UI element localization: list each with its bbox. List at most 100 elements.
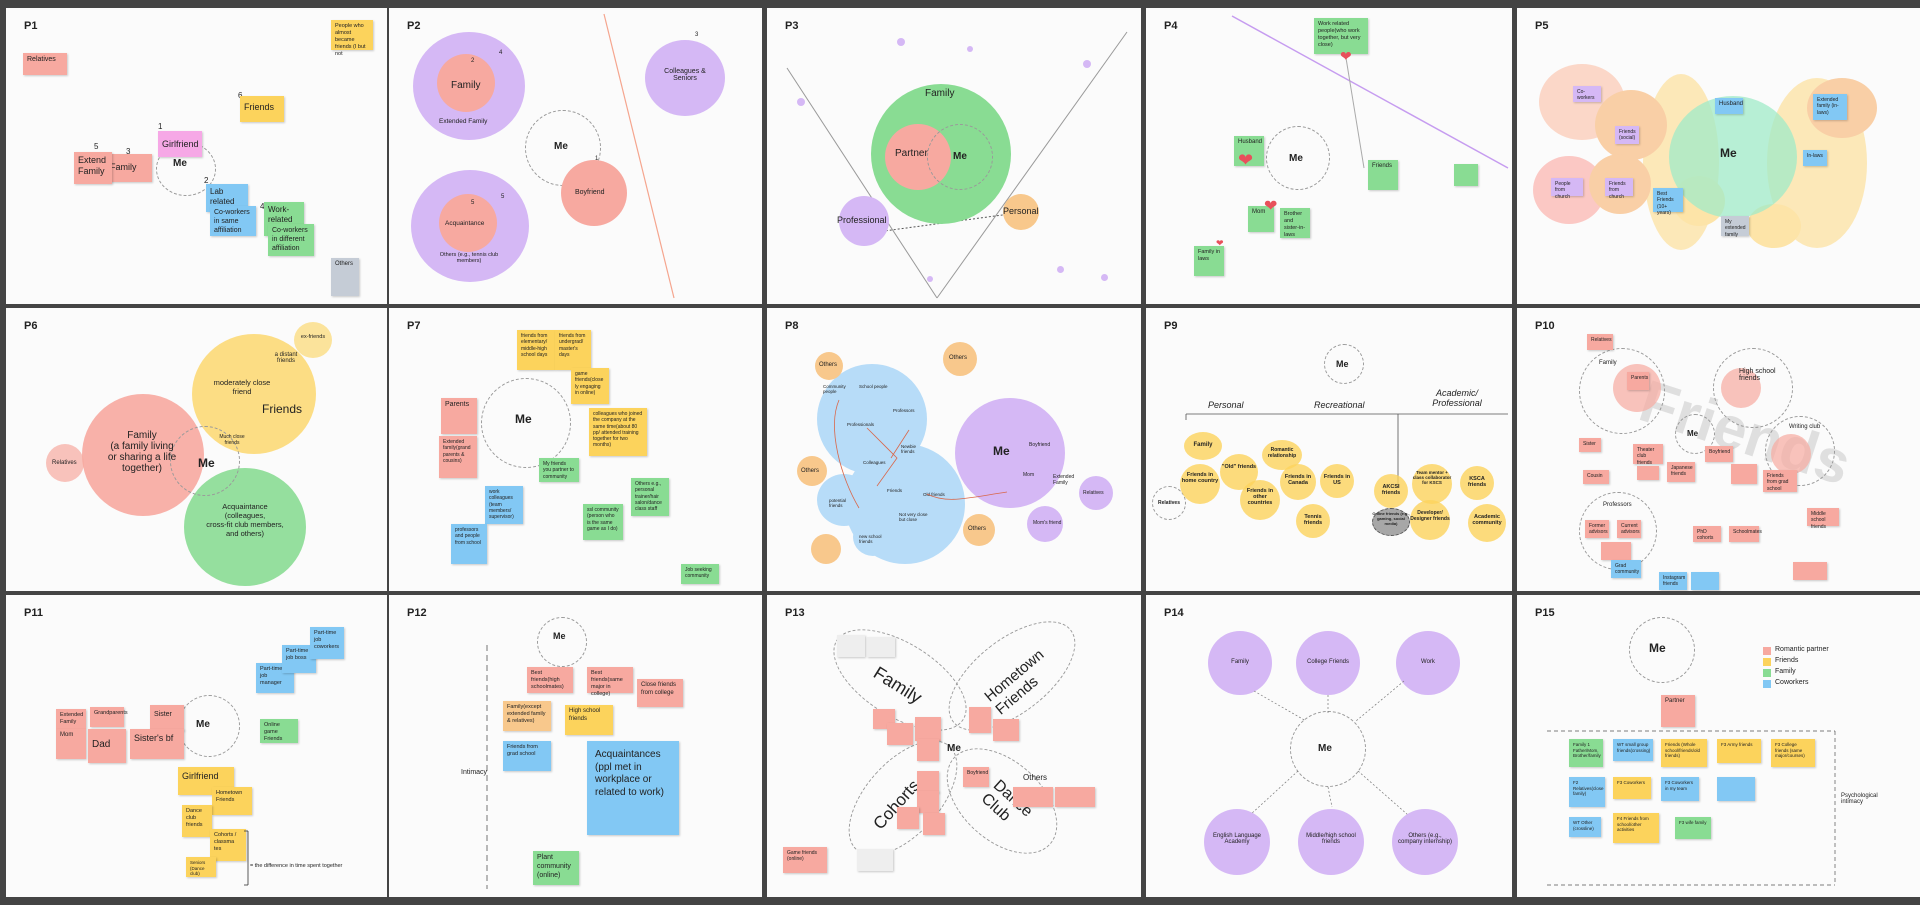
note-schoolmates[interactable]: Schoolmates [1729,526,1762,542]
note-job-seeking[interactable]: Job seeking community [681,564,719,584]
bubble-developer[interactable] [1410,500,1450,540]
note-cohorts-small[interactable] [857,849,893,871]
note-parents[interactable]: Parents [441,398,477,434]
note-boyfriend[interactable]: Boyfriend [963,767,989,787]
note-girlfriend[interactable]: Girlfriend [178,767,234,795]
bubble-team[interactable] [1412,464,1452,504]
circle-english[interactable] [1204,809,1270,875]
note-seniors[interactable]: Seniors (Dance club) [186,857,216,877]
circle-professional[interactable] [839,196,889,246]
note-plant[interactable]: Plant community (online) [533,851,579,885]
circle-work[interactable] [1396,631,1460,695]
hs-inner-circle[interactable] [1721,368,1761,408]
note-colleagues-joined[interactable]: colleagues who joined the company at the… [589,408,647,456]
circle-middle[interactable] [1298,809,1364,875]
note-game-friends[interactable]: Game friends (online) [783,847,827,873]
note-japanese[interactable]: Japanese friends [1667,462,1695,482]
note-f3-wife[interactable]: F3 wife family [1675,817,1711,839]
note-blue-extra[interactable] [1691,572,1719,590]
note-instagram[interactable]: Instagram friends [1659,572,1687,590]
note-extended-family[interactable]: Extended family (in-laws) [1813,94,1847,120]
note-phd[interactable]: PhD cohorts [1693,526,1721,542]
note-family-adopt[interactable]: Family(except extended family & relative… [503,701,551,731]
note-family-small[interactable] [837,635,865,657]
bubble-academic[interactable] [1468,504,1506,542]
circle-personal[interactable] [1003,194,1039,230]
note-family-in-laws[interactable]: Family in laws [1194,246,1224,276]
note-filler-2[interactable] [1731,464,1757,484]
note-professors[interactable]: professors and people from school [451,524,487,564]
note-co-4[interactable] [923,813,945,835]
bubble-friends-other[interactable] [1240,480,1280,520]
note-friends-church[interactable]: Friends (Whole school/friends/old friend… [1661,739,1707,767]
note-friends[interactable]: Friends [1368,160,1398,190]
circle-family[interactable] [1208,631,1272,695]
note-small[interactable] [1454,164,1478,186]
note-wt-small[interactable]: WT small group friends(crossing) [1613,739,1653,761]
note-sister[interactable]: Sister [1579,438,1601,452]
note-coworkers[interactable]: Co-workers [1573,86,1601,102]
circle-colleagues[interactable] [645,40,725,116]
note-husband[interactable]: Husband [1234,136,1264,166]
bubble-friends-us[interactable] [1320,464,1354,498]
note-undergrad[interactable]: friends from undergrad/ master's days [555,330,591,370]
bubble-akcsi[interactable] [1374,474,1408,508]
note-f2-relatives[interactable]: F2 Relatives(close family) [1569,777,1605,807]
note-friends-grad[interactable]: Friends from grad school [1763,470,1797,492]
note-best-friends[interactable]: Best Friends (10+ years) [1653,188,1683,216]
note-co-3[interactable] [897,807,919,829]
note-cohorts[interactable]: Cohorts / classma tes [210,829,246,861]
bubble-relatives[interactable] [1152,486,1186,520]
note-red-extra[interactable] [1793,562,1827,580]
note-grandparents[interactable]: Grandparents [90,707,128,727]
note-sisters-bf[interactable]: Sister's bf [130,729,184,759]
circle-others-3[interactable] [797,456,827,486]
note-elementary[interactable]: friends from elementary/ middle-high sch… [517,330,555,370]
note-brother[interactable]: Brother and sister-in-laws [1280,208,1310,238]
note-fam-4[interactable] [917,739,939,761]
note-others-2[interactable] [1055,787,1095,807]
note-f4-friends[interactable]: F4 Friends from school/other activities [1613,813,1659,843]
note-friends-grad[interactable]: Friends from grad school [503,741,551,771]
note-acquaintances[interactable]: Acquaintances (ppl met in workplace or r… [587,741,679,835]
note-friends-social[interactable]: Friends (social) [1615,126,1639,144]
circle-others[interactable] [1392,809,1458,875]
note-theater[interactable]: Theater club friends [1633,444,1663,466]
bubble-friends-home[interactable] [1180,464,1220,504]
note-people-almost[interactable]: People who almost became friends (I but … [331,20,373,57]
note-ht-1[interactable] [969,707,991,733]
note-high-school[interactable]: High school friends [565,705,613,735]
note-co-1[interactable] [917,771,939,793]
circle-relatives[interactable] [1079,476,1113,510]
circle-me[interactable] [955,398,1065,508]
note-best-hs[interactable]: Best friends(high schoolmates) [527,667,573,693]
bubble-family[interactable] [1184,432,1222,460]
note-extend-family[interactable]: Extend Family [74,152,112,184]
note-dance[interactable]: Dance club friends [182,805,212,837]
note-other-prof[interactable] [1601,542,1631,560]
note-wt-other[interactable]: WT Other (crossline) [1569,817,1601,837]
circle-others-5[interactable] [811,534,841,564]
note-f3-coworkers[interactable]: F3 Coworkers [1613,777,1651,799]
note-relatives[interactable]: Relatives [1587,334,1613,350]
note-former[interactable]: Former advisors [1585,520,1609,538]
note-extended[interactable]: Extended family(grand parents & cousins) [439,436,477,478]
note-co-2[interactable] [917,791,939,813]
circle-blue-small[interactable] [853,518,893,556]
circle-family[interactable] [437,54,495,112]
note-husband[interactable]: Husband [1715,98,1743,114]
note-partner[interactable]: Partner [1661,695,1695,727]
note-fam-3[interactable] [915,717,941,741]
note-friends[interactable]: Friends [240,96,284,122]
note-mom[interactable]: Mom [1248,206,1274,232]
bubble-friends-canada[interactable] [1280,464,1316,500]
note-ssl-community[interactable]: ssl community (person who is the same ga… [583,504,623,540]
note-game[interactable]: game friends(close ly engaging in online… [571,368,609,404]
circle-blue-small[interactable] [817,474,871,526]
circle-moms-friend[interactable] [1027,506,1063,542]
circle-others-1[interactable] [815,352,843,380]
note-f3-college[interactable]: F3 College friends (same major/courses) [1771,739,1815,767]
note-parttime-co[interactable]: Part-time job coworkers [310,627,344,659]
note-best-major[interactable]: Best friends(same major in college) [587,667,633,697]
note-parents[interactable]: Parents [1627,372,1649,390]
